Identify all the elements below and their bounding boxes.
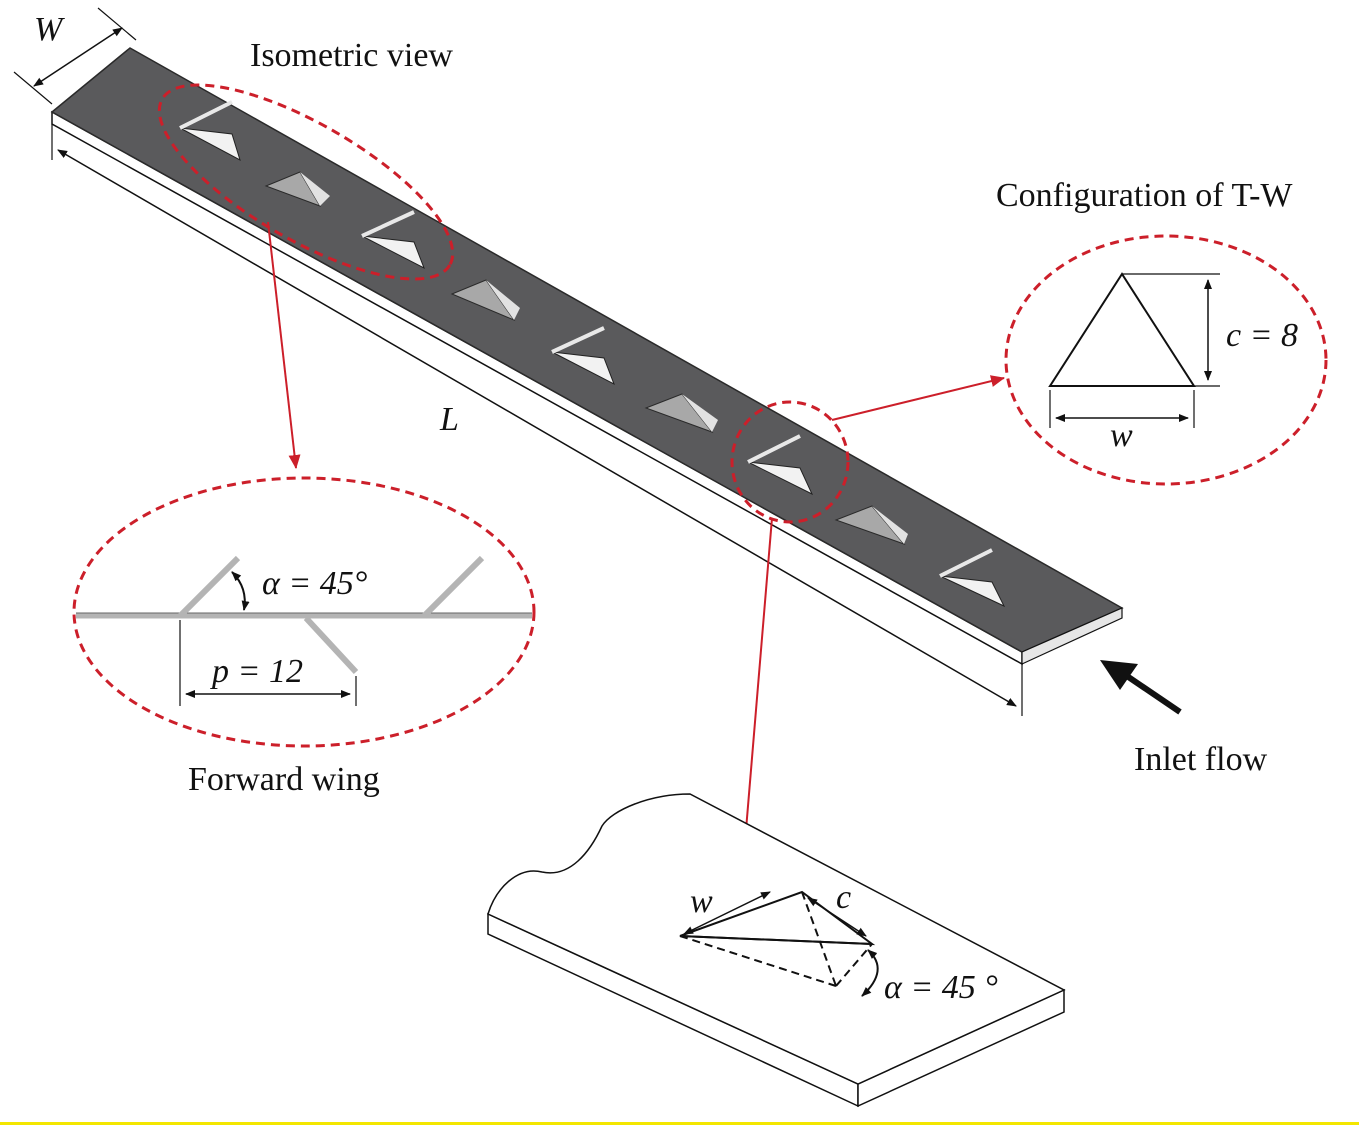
wing-right [421, 555, 485, 619]
length-dimension: L [51, 124, 1023, 716]
inlet-flow-indicator: Inlet flow [1100, 660, 1268, 778]
configuration-callout: Configuration of T-W c = 8 w [996, 177, 1328, 486]
strip-side-face [51, 110, 1023, 666]
leader-to-configuration [831, 375, 1005, 421]
config-width-label: w [1110, 417, 1133, 454]
leader-to-forward-wing [267, 221, 301, 469]
inlet-flow-label: Inlet flow [1134, 741, 1268, 778]
configuration-title: Configuration of T-W [996, 177, 1293, 214]
bottom-border [0, 1122, 1359, 1125]
forward-wing-detail: α = 45° p = 12 Forward wing [72, 476, 536, 798]
length-label: L [439, 401, 459, 438]
wing-pitch-label: p = 12 [210, 653, 303, 690]
angle-arc [231, 571, 250, 611]
width-label: W [34, 11, 65, 48]
wing-angle-label: α = 45° [262, 565, 368, 602]
forward-wing-label: Forward wing [188, 761, 380, 798]
detail-c-label: c [836, 879, 851, 916]
isometric-view-label: Isometric view [250, 37, 453, 74]
width-dimension: W [13, 7, 137, 105]
leader-to-detail [737, 517, 773, 879]
detail-angle-label: α = 45 ° [884, 969, 998, 1006]
inlet-arrow-head [1100, 660, 1138, 690]
detail-w-label: w [690, 883, 713, 920]
detail-angle-arc [861, 949, 879, 997]
triangle-shape [1048, 272, 1196, 387]
detail-w-arrow [683, 891, 771, 935]
config-height-label: c = 8 [1226, 317, 1298, 354]
detail-plate: w c α = 45 ° [487, 793, 1066, 1108]
winglet-callout [730, 400, 850, 524]
wing-down [303, 615, 359, 675]
strip-end-face [1021, 607, 1123, 665]
detail-c-arrow [807, 897, 867, 937]
forward-wing-callout [157, 83, 455, 281]
wing-left [177, 555, 241, 619]
